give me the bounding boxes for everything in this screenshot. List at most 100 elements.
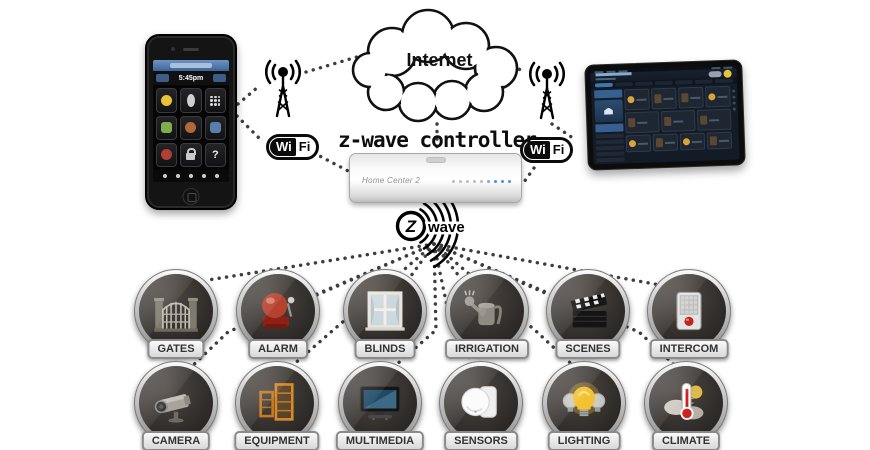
intercom-icon xyxy=(676,291,702,331)
tablet-sidebar xyxy=(594,89,625,163)
house-icon xyxy=(604,107,613,114)
device-label: BLINDS xyxy=(354,339,416,359)
wifi-badge-right: Wi Fi xyxy=(520,137,574,163)
device-sensors: SENSORS xyxy=(429,359,533,450)
device-gates: GATES xyxy=(124,267,228,363)
device-label: INTERCOM xyxy=(649,339,729,359)
device-irrigation: IRRIGATION xyxy=(435,267,539,363)
wifi-wi-text: Wi xyxy=(270,138,296,156)
link-hub-gates xyxy=(206,242,436,282)
tablet-device-grid xyxy=(623,85,732,162)
link-hub-blinds xyxy=(383,242,436,314)
link-phone-wifi xyxy=(235,114,265,144)
wifi-fi-text: Fi xyxy=(552,142,565,157)
tablet-side-strip xyxy=(732,86,739,158)
device-label: CLIMATE xyxy=(651,431,721,450)
controller-led-row xyxy=(452,180,511,183)
phone-status-bar: 5:45pm xyxy=(153,71,229,85)
phone-time: 5:45pm xyxy=(178,74,204,82)
link-hub-intercom xyxy=(432,242,662,287)
multimedia-icon xyxy=(359,386,401,421)
device-label: SCENES xyxy=(555,339,621,359)
lighting-app-icon xyxy=(156,88,178,114)
link-antenna-tablet xyxy=(550,122,578,142)
zwave-logo: Z wave xyxy=(395,184,467,268)
cloud-icon xyxy=(708,70,722,78)
device-label: LIGHTING xyxy=(547,431,621,450)
radio-antenna-icon-right xyxy=(529,61,565,120)
gates-icon xyxy=(154,297,198,332)
device-intercom: INTERCOM xyxy=(637,267,741,363)
phone-home-button xyxy=(182,188,200,205)
controller-logo-notch xyxy=(425,157,446,163)
device-scenes: SCENES xyxy=(536,267,640,363)
wifi-badge-left: Wi Fi xyxy=(266,134,320,160)
device-lighting: LIGHTING xyxy=(532,359,636,450)
phone-app-grid: ? xyxy=(153,85,229,170)
tablet-screen xyxy=(590,65,740,165)
lock-app-icon xyxy=(180,142,202,167)
phone-right-button xyxy=(212,74,226,82)
device-alarm: ALARM xyxy=(226,267,330,363)
alarm-app-icon xyxy=(156,142,178,167)
scenes-icon xyxy=(570,293,608,328)
camera-icon xyxy=(154,394,191,423)
device-label: ALARM xyxy=(248,339,308,359)
irrigation-icon xyxy=(464,290,502,326)
badge-ring xyxy=(439,361,523,445)
radio-antenna-icon-left xyxy=(265,59,301,118)
climate-icon xyxy=(664,382,704,420)
badge-ring xyxy=(445,269,529,353)
help-app-icon: ? xyxy=(204,142,226,167)
link-wifi-controller xyxy=(312,151,354,175)
lighting-icon xyxy=(562,382,606,417)
controller-caption: z-wave controller xyxy=(338,128,537,152)
sensors-icon xyxy=(461,386,497,418)
wifi-wi-text: Wi xyxy=(524,141,550,159)
wifi-fi-text: Fi xyxy=(298,139,311,154)
alarm-icon xyxy=(262,293,295,329)
keypad-app-icon xyxy=(204,88,226,114)
device-label: SENSORS xyxy=(444,431,518,450)
device-blinds: BLINDS xyxy=(333,267,437,363)
device-label: EQUIPMENT xyxy=(234,431,320,450)
phone-left-button xyxy=(156,74,169,82)
zwave-circle-icon xyxy=(395,210,427,242)
phone-title-pill xyxy=(170,63,212,68)
device-camera: CAMERA xyxy=(124,359,228,450)
thermostat-app-icon xyxy=(180,88,202,114)
zwave-z-letter: Z xyxy=(405,217,417,236)
blinds-app-icon xyxy=(156,116,178,140)
controller-device: Home Center 2 xyxy=(349,153,522,203)
equipment-icon xyxy=(259,383,294,421)
link-wifi-controller-right xyxy=(522,166,536,184)
phone-camera-dot xyxy=(171,47,175,51)
device-label: GATES xyxy=(147,339,205,359)
link-phone-antenna xyxy=(236,85,260,106)
phone-speaker xyxy=(183,48,199,51)
tablet xyxy=(584,59,746,171)
device-climate: CLIMATE xyxy=(634,359,738,450)
internet-cloud xyxy=(351,8,519,123)
tablet-body xyxy=(591,83,740,164)
weather-widget xyxy=(708,69,732,78)
blinds-icon xyxy=(365,291,405,331)
controller-device-name: Home Center 2 xyxy=(362,176,421,185)
device-equipment: EQUIPMENT xyxy=(225,359,329,450)
phone-app-header xyxy=(153,60,229,71)
pets-app-icon xyxy=(180,116,202,140)
badge-ring xyxy=(343,269,427,353)
device-multimedia: MULTIMEDIA xyxy=(328,359,432,450)
link-hub-irrigation xyxy=(432,242,489,314)
internet-label: Internet xyxy=(406,50,473,70)
smartphone: 5:45pm ? xyxy=(145,34,237,210)
device-label: IRRIGATION xyxy=(445,339,529,359)
zwave-wave-word: wave xyxy=(427,219,465,236)
phone-screen: 5:45pm ? xyxy=(153,60,229,182)
device-label: MULTIMEDIA xyxy=(335,431,425,450)
phone-dock-bar xyxy=(153,170,229,182)
media-app-icon xyxy=(204,116,226,140)
device-label: CAMERA xyxy=(141,431,211,450)
